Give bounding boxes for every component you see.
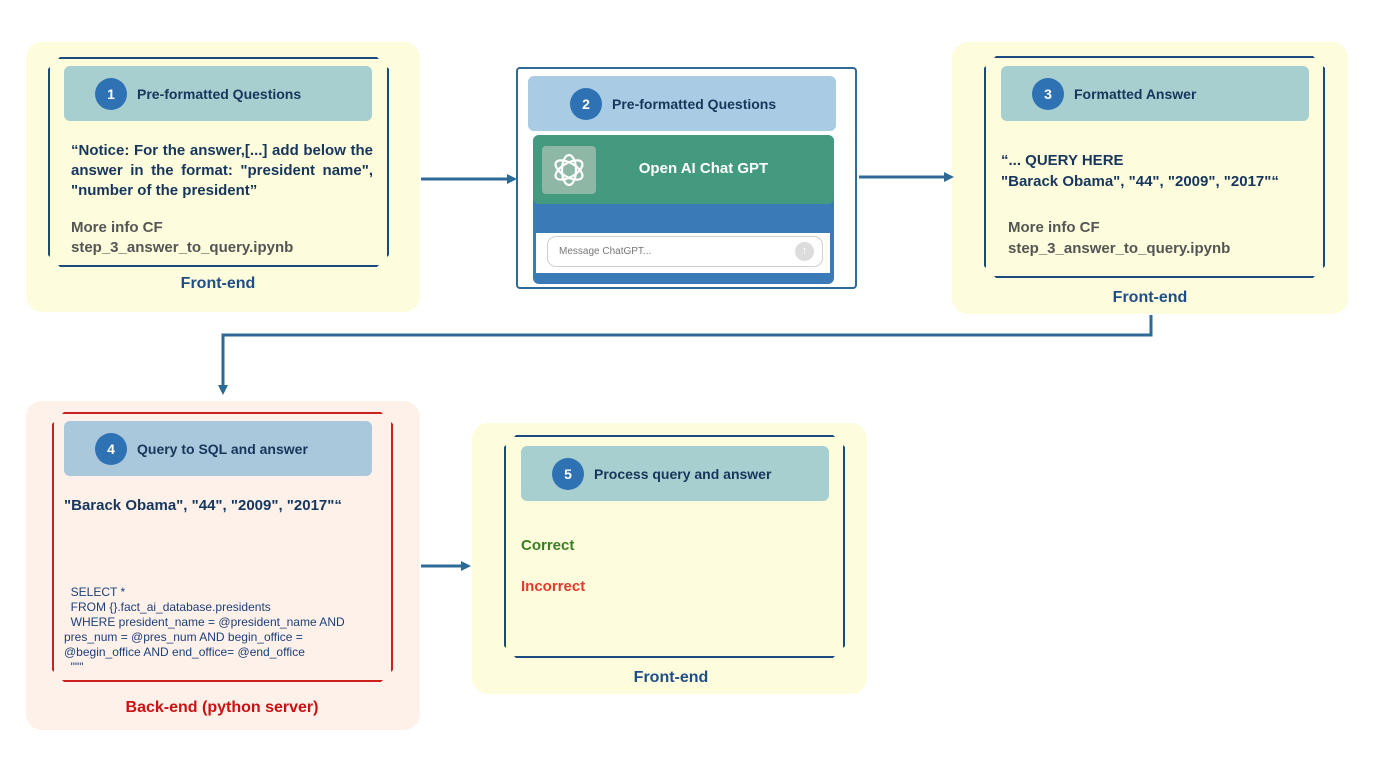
step3-query-line: “... QUERY HERE: [1001, 152, 1124, 169]
step1-body: “Notice: For the answer,[...] add below …: [71, 142, 373, 199]
arrow-3-to-4: [218, 315, 1153, 395]
step4-title: Query to SQL and answer: [137, 440, 308, 457]
openai-logo-icon: [542, 146, 596, 194]
step1-panel-label: Front-end: [180, 275, 256, 292]
send-arrow-icon[interactable]: ↑: [795, 242, 814, 261]
step4-panel-label: Back-end (python server): [125, 699, 319, 716]
step5-incorrect: Incorrect: [521, 578, 586, 595]
message-input[interactable]: Message ChatGPT... ↑: [547, 236, 823, 267]
step5-correct: Correct: [521, 537, 575, 554]
step3-panel-label: Front-end: [1112, 289, 1188, 306]
chatgpt-header: Open AI Chat GPT: [533, 135, 834, 204]
step3-number-badge: 3: [1032, 77, 1064, 110]
step4-header: 4 Query to SQL and answer: [64, 421, 372, 476]
step2-number-badge: 2: [570, 87, 602, 120]
step1-number-badge: 1: [95, 77, 127, 110]
chatgpt-app-name: Open AI Chat GPT: [638, 160, 769, 177]
step5-panel-label: Front-end: [633, 669, 709, 686]
step4-sql-query: SELECT * FROM {}.fact_ai_database.presid…: [64, 585, 345, 674]
step1-header: 1 Pre-formatted Questions: [64, 66, 372, 121]
step1-more-info: More info CF: [71, 219, 163, 236]
message-bar: Message ChatGPT... ↑: [536, 233, 830, 273]
step3-file: step_3_answer_to_query.ipynb: [1008, 240, 1231, 257]
chatgpt-window: Open AI Chat GPT Message ChatGPT... ↑: [533, 135, 834, 284]
step1-file: step_3_answer_to_query.ipynb: [71, 239, 294, 256]
step3-title: Formatted Answer: [1074, 85, 1197, 102]
step4-number-badge: 4: [95, 432, 127, 465]
step1-title: Pre-formatted Questions: [137, 85, 302, 102]
step5-title: Process query and answer: [594, 465, 772, 482]
step4-answer-line: "Barack Obama", "44", "2009", "2017"“: [64, 497, 342, 514]
step2-header: 2 Pre-formatted Questions: [528, 76, 836, 131]
step3-more-info: More info CF: [1008, 219, 1100, 236]
step5-header: 5 Process query and answer: [521, 446, 829, 501]
step3-answer-line: "Barack Obama", "44", "2009", "2017"“: [1001, 173, 1279, 190]
message-placeholder: Message ChatGPT...: [559, 246, 652, 257]
step5-number-badge: 5: [552, 457, 584, 490]
step2-title: Pre-formatted Questions: [612, 95, 777, 112]
step3-header: 3 Formatted Answer: [1001, 66, 1309, 121]
